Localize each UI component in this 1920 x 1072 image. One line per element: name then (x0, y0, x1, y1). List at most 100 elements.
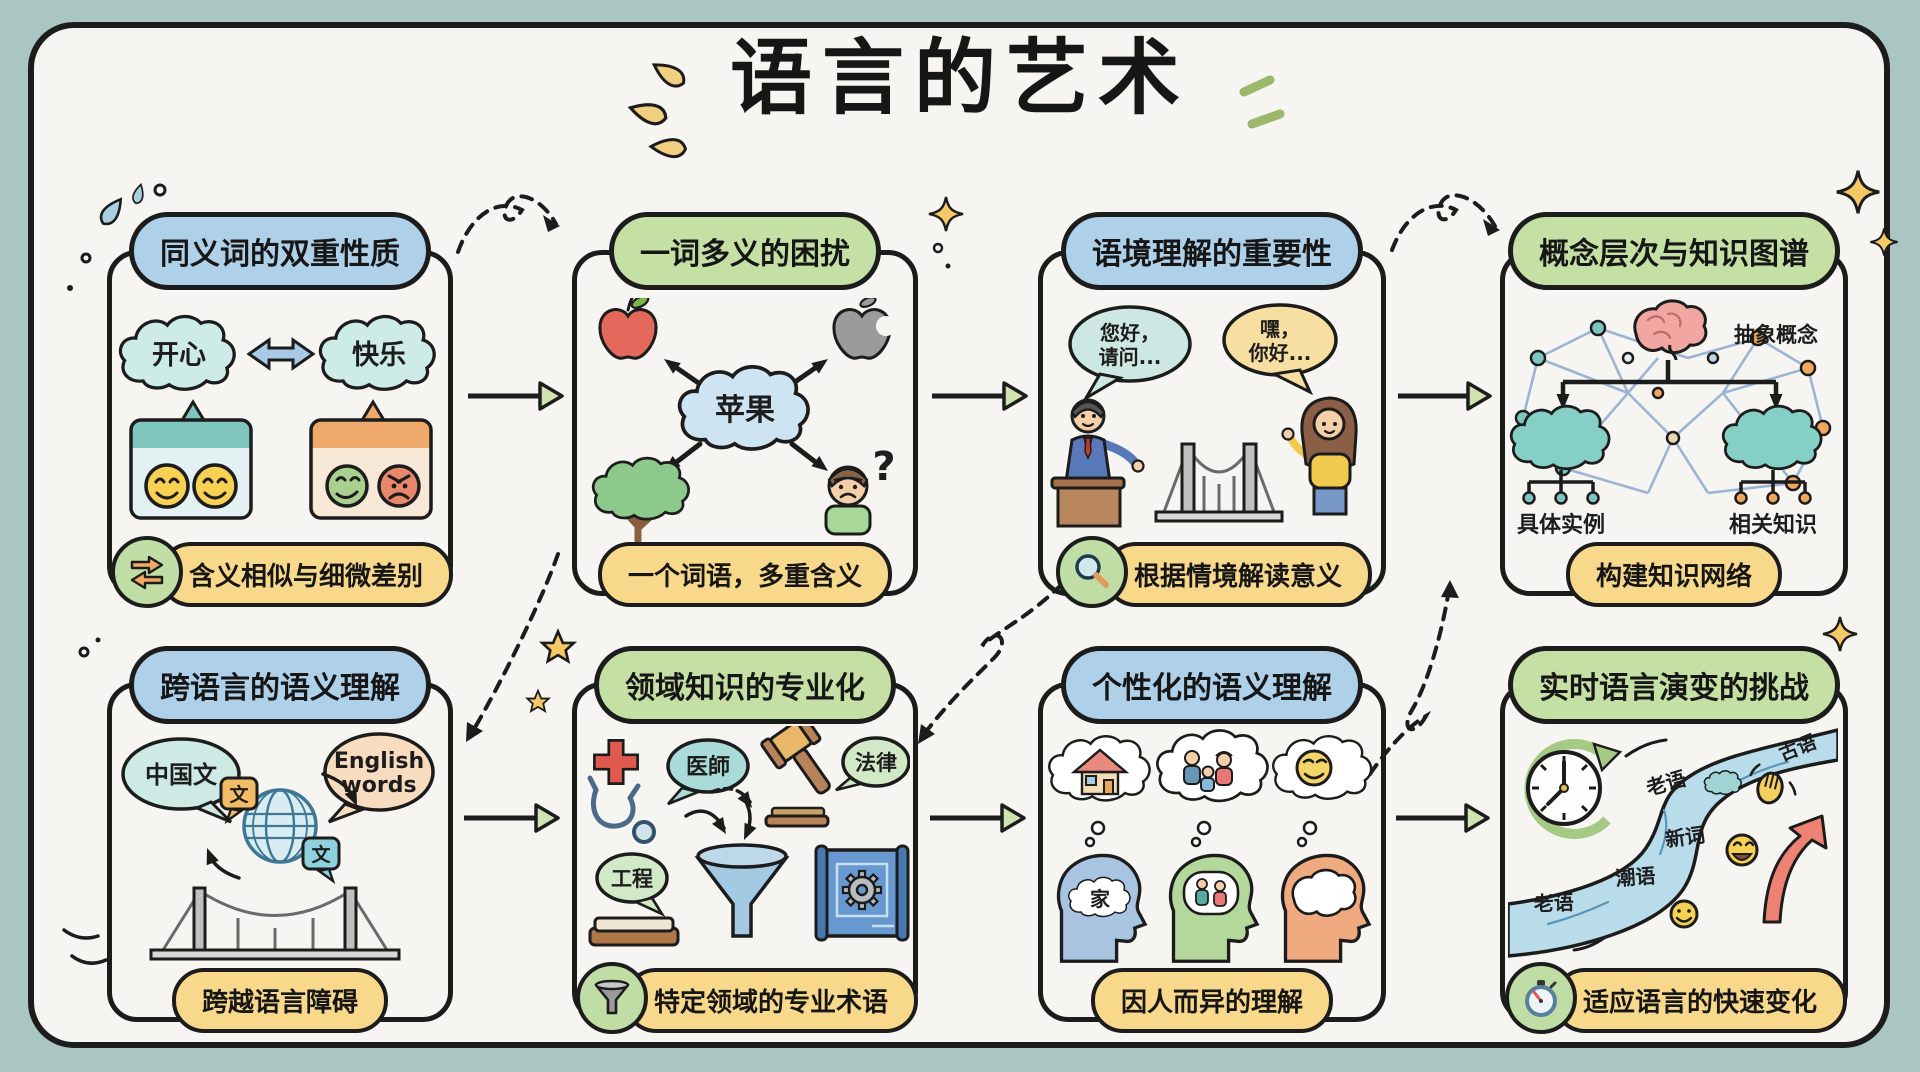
label-concrete-instance: 具体实例 (1517, 512, 1605, 538)
panel-synonyms: 同义词的双重性质 开心 快乐 (107, 212, 454, 608)
head-blue: 家 (1056, 853, 1147, 963)
smiley-icon (192, 463, 238, 509)
panel-cross-language-title: 跨语言的语义理解 (129, 646, 431, 724)
panel-domain-knowledge: 领域知识的专业化 医師 (572, 646, 919, 1034)
svg-text:嘿，: 嘿， (1260, 317, 1300, 341)
panel-cross-language: 跨语言的语义理解 中国文 English words (107, 646, 453, 1033)
panel-polysemy-title: 一词多义的困扰 (609, 212, 881, 290)
river-word-old-2: 老语 (1533, 890, 1574, 915)
cross-language-illustration: 中国文 English words 文 文 (121, 732, 435, 961)
panel-context: 语境理解的重要性 您好， 请问... 嘿， 你好... (1038, 212, 1386, 608)
stopwatch-icon (1504, 962, 1577, 1034)
panel-knowledge-graph: 概念层次与知识图谱 抽象概念 (1500, 212, 1848, 607)
content-smiley-icon (325, 464, 369, 508)
river-word-new: 新词 (1664, 822, 1707, 851)
context-illustration: 您好， 请问... 嘿， 你好... (1050, 303, 1358, 528)
panel-knowledge-graph-caption: 构建知识网络 (1565, 542, 1783, 607)
svg-text:文: 文 (311, 843, 331, 866)
brain-icon (1633, 299, 1708, 361)
globe-icon (242, 788, 318, 864)
blueprint-icon (814, 844, 910, 942)
speech-bubble-right: 嘿， 你好... (1222, 303, 1338, 396)
funnel-small-icon (575, 962, 648, 1034)
panel-knowledge-graph-title: 概念层次与知识图谱 (1508, 212, 1840, 290)
lang-chip-teal: 文 (301, 836, 341, 885)
network-nodes (1514, 319, 1832, 492)
swap-arrows-icon (110, 536, 183, 608)
panel-language-evolution-caption: 适应语言的快速变化 (1504, 962, 1848, 1034)
listener-figure (1281, 396, 1358, 516)
svg-text:开心: 开心 (152, 340, 206, 371)
speech-bubble-left: 您好， 请问... (1068, 305, 1192, 403)
personalized-illustration: 家 (1048, 729, 1373, 963)
house-icon (1070, 748, 1130, 796)
panel-domain-knowledge-title: 领域知识的专业化 (594, 646, 896, 724)
svg-text:中国文: 中国文 (145, 761, 218, 789)
panel-domain-knowledge-caption: 特定领域的专业术语 (575, 962, 919, 1034)
cloud-word-right: 快乐 (318, 314, 436, 391)
speaker-figure (1050, 398, 1145, 528)
head-orange (1280, 853, 1371, 963)
panel-synonyms-title: 同义词的双重性质 (129, 212, 431, 290)
svg-text:快乐: 快乐 (352, 340, 406, 371)
svg-text:请问...: 请问... (1099, 345, 1162, 369)
river-word-trendy: 潮语 (1615, 864, 1657, 891)
angry-smiley-icon (377, 464, 421, 508)
engineering-bubble: 工程 (595, 852, 669, 918)
language-evolution-illustration: 古语 老语 新词 潮语 老语 (1508, 728, 1838, 958)
panel-synonyms-caption: 含义相似与细微差别 (110, 536, 454, 608)
panel-context-caption: 根据情境解读意义 (1055, 536, 1373, 608)
panel-cross-language-caption: 跨越语言障碍 (171, 968, 389, 1033)
happy-card (129, 399, 253, 520)
double-arrow-icon (246, 337, 316, 371)
chinese-bubble: 中国文 (121, 737, 241, 824)
gear-icon (841, 869, 883, 911)
stethoscope-icon (587, 739, 656, 844)
rising-arrow-icon (1762, 814, 1828, 924)
river-shape (1508, 728, 1838, 958)
apple-logo-icon (832, 298, 896, 360)
smirk-smiley-icon (1295, 749, 1333, 787)
center-word-cloud: 苹果 (677, 365, 810, 451)
svg-text:苹果: 苹果 (715, 393, 775, 428)
label-abstract-concept: 抽象概念 (1734, 323, 1818, 347)
svg-text:家: 家 (1090, 887, 1111, 911)
panel-language-evolution: 实时语言演变的挑战 古语 老语 新词 潮语 老语 (1500, 646, 1848, 1034)
svg-text:工程: 工程 (611, 867, 653, 891)
svg-text:您好，: 您好， (1100, 321, 1160, 345)
head-green (1168, 853, 1259, 963)
svg-text:English: English (334, 749, 424, 774)
red-apple-icon (598, 298, 658, 360)
confused-person: ? (824, 444, 896, 536)
knowledge-graph-illustration: 抽象概念 具体实例 相关知识 (1509, 299, 1832, 538)
lang-chip-orange: 文 (219, 776, 259, 825)
mixed-card (309, 399, 433, 520)
panel-polysemy-caption: 一个词语，多重含义 (597, 542, 893, 607)
question-mark: ? (872, 444, 895, 490)
domain-knowledge-illustration: 医師 法律 工程 (587, 726, 910, 947)
label-related-knowledge: 相关知识 (1729, 512, 1817, 538)
gavel-icon (760, 726, 831, 828)
svg-text:文: 文 (229, 783, 249, 806)
synonyms-illustration: 开心 快乐 (118, 314, 436, 520)
smiley-icon (144, 463, 190, 509)
panel-personalized-caption: 因人而异的理解 (1090, 968, 1334, 1033)
laughing-face-icon (1725, 833, 1759, 867)
clock-icon (1524, 738, 1623, 839)
medicine-bubble: 医師 (666, 738, 750, 806)
funnel-icon (684, 786, 790, 938)
svg-text:法律: 法律 (855, 751, 897, 775)
translate-arrows (200, 772, 363, 880)
svg-text:你好...: 你好... (1248, 341, 1312, 365)
panel-personalized: 个性化的语义理解 (1038, 646, 1386, 1033)
polysemy-illustration: 苹果 (591, 298, 896, 542)
panel-context-title: 语境理解的重要性 (1061, 212, 1363, 290)
law-bubble: 法律 (835, 736, 910, 792)
cloud-word-left: 开心 (118, 314, 236, 391)
smiley-face-icon (1669, 899, 1699, 929)
magnifier-icon (1055, 536, 1128, 608)
sub-nodes (1522, 470, 1812, 505)
family-icons (1183, 750, 1233, 792)
panel-language-evolution-title: 实时语言演变的挑战 (1508, 646, 1840, 724)
